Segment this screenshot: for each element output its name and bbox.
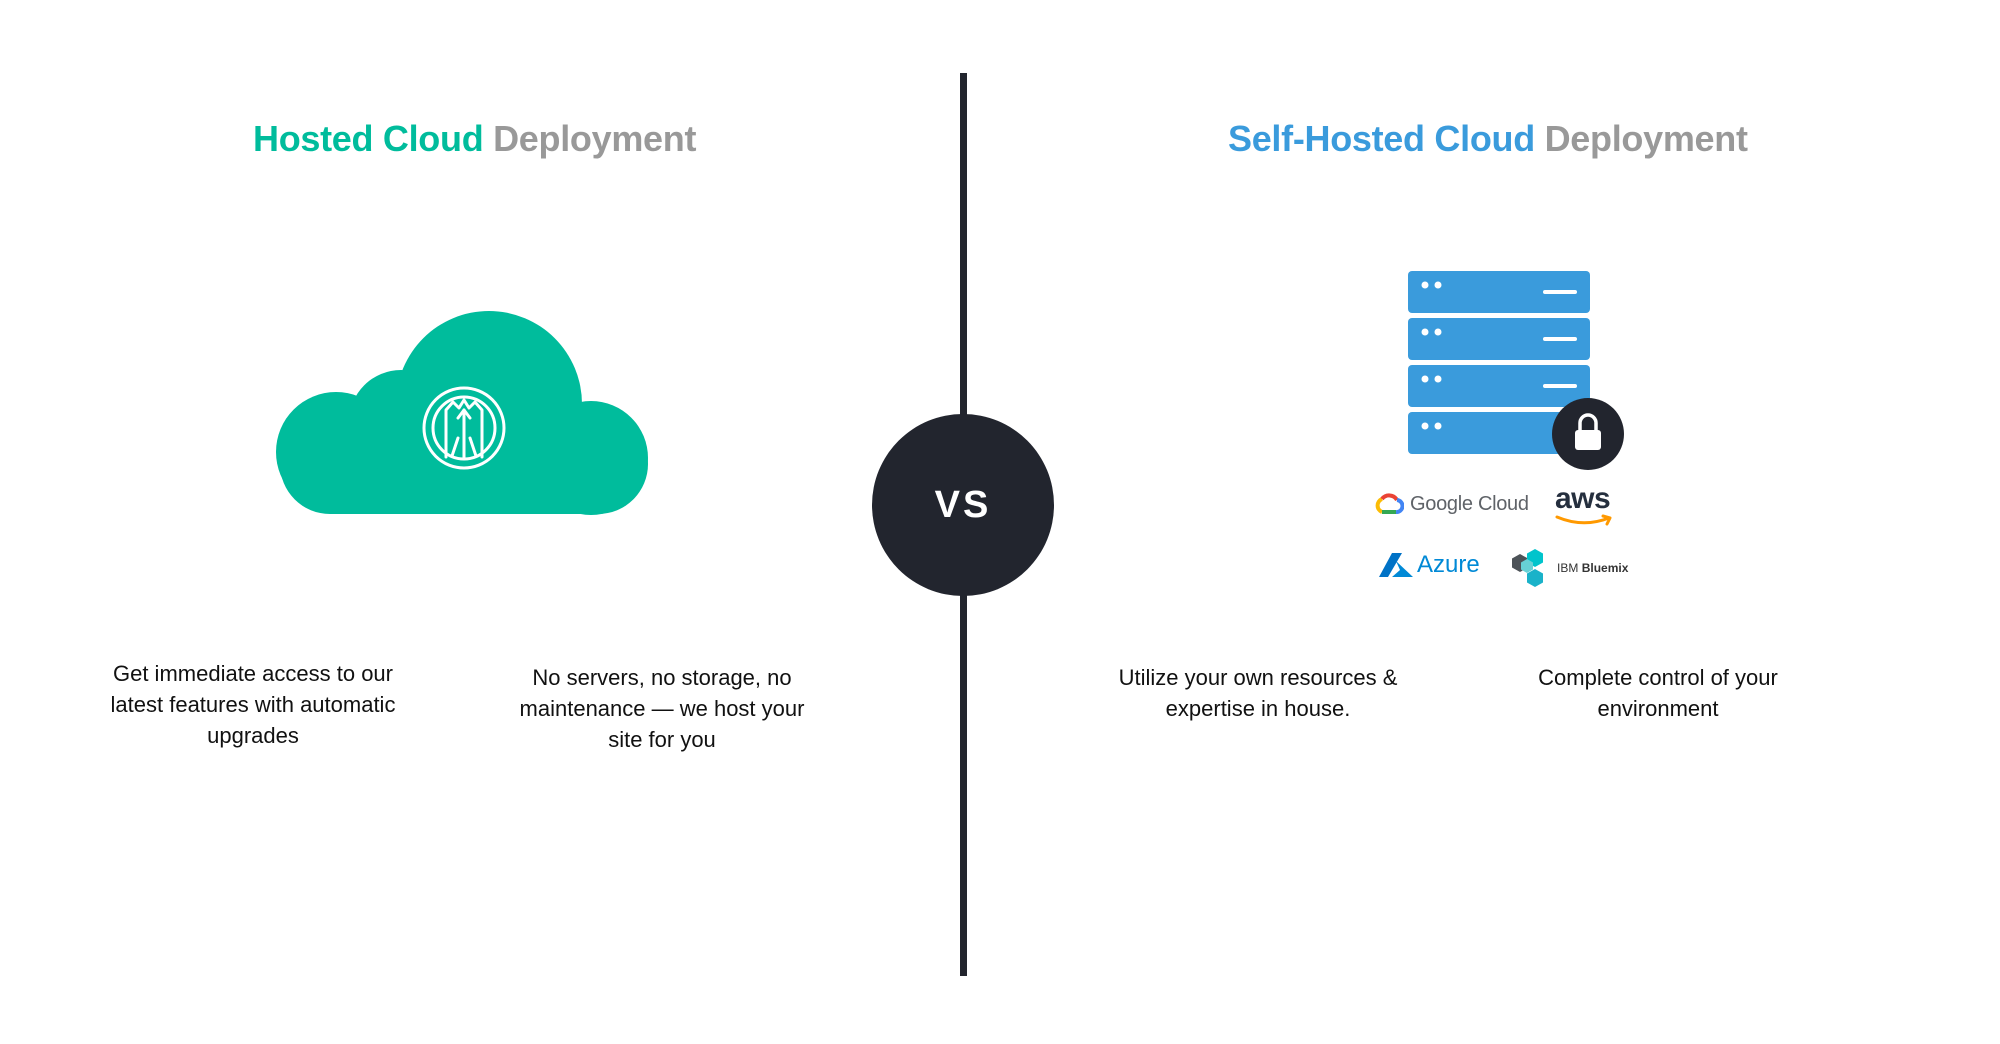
- vs-badge: VS: [872, 414, 1054, 596]
- aws-logo: aws: [1555, 484, 1615, 528]
- hosted-cloud-heading-accent: Hosted Cloud: [253, 118, 484, 159]
- ibm-prefix: IBM: [1557, 561, 1579, 575]
- azure-logo: Azure: [1378, 551, 1480, 579]
- google-cloud-logo: Google Cloud: [1374, 492, 1529, 516]
- google-cloud-icon: [1375, 493, 1404, 514]
- self-hosted-cloud-heading: Self-Hosted Cloud Deployment: [1228, 118, 1748, 160]
- self-hosted-feature-resources: Utilize your own resources & expertise i…: [1118, 665, 1398, 721]
- aws-smile-icon: [1555, 514, 1612, 526]
- server-icon: [1400, 265, 1640, 480]
- ibm-product-name: Bluemix: [1581, 561, 1629, 575]
- google-cloud-label: Google Cloud: [1410, 492, 1529, 515]
- upgrade-emblem-icon: [422, 386, 506, 470]
- azure-label: Azure: [1417, 551, 1480, 578]
- self-hosted-cloud-heading-accent: Self-Hosted Cloud: [1228, 118, 1535, 159]
- ibm-bluemix-logo: IBM Bluemix: [1507, 545, 1628, 591]
- vs-label: VS: [934, 483, 992, 526]
- hosted-feature-upgrades: Get immediate access to our latest featu…: [110, 661, 396, 748]
- hosted-cloud-heading-rest: Deployment: [483, 118, 697, 159]
- aws-label: aws: [1555, 482, 1611, 515]
- hosted-cloud-heading: Hosted Cloud Deployment: [253, 118, 696, 160]
- self-hosted-cloud-heading-rest: Deployment: [1534, 118, 1748, 159]
- hosted-feature-no-servers: No servers, no storage, no maintenance —…: [519, 665, 805, 752]
- azure-icon: [1379, 553, 1413, 577]
- self-hosted-feature-control: Complete control of your environment: [1538, 665, 1778, 721]
- ibm-bluemix-label: IBM Bluemix: [1557, 561, 1628, 575]
- lock-icon: [1552, 398, 1624, 470]
- cloud-icon: [276, 310, 656, 521]
- ibm-bluemix-icon: [1512, 549, 1543, 587]
